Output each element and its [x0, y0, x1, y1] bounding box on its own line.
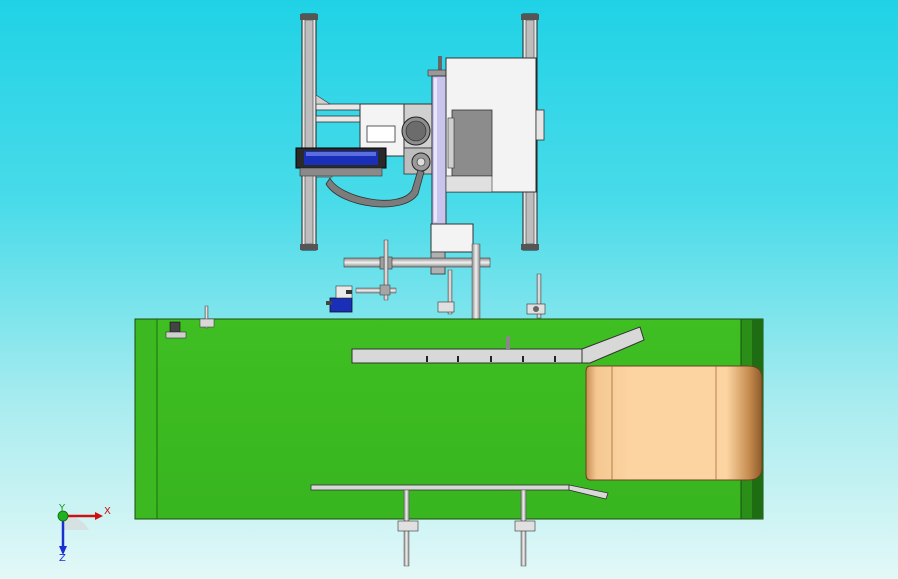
labeler-assembly[interactable]	[295, 13, 546, 341]
conveyor[interactable]	[134, 305, 764, 567]
motor-housing	[359, 103, 435, 175]
upper-guide-rail	[351, 326, 645, 364]
label-roll	[295, 147, 387, 177]
product-box	[585, 365, 763, 481]
lower-guide-rail	[310, 484, 609, 500]
air-hose	[325, 169, 425, 208]
axis-z-label: Z	[59, 553, 66, 564]
control-box	[445, 57, 545, 193]
applicator-head	[343, 223, 491, 341]
conveyor-drive-motor	[165, 305, 215, 339]
left-frame-rail	[300, 13, 318, 251]
conveyor-left-roller	[134, 318, 158, 520]
axis-triad: X Y Z	[57, 503, 111, 564]
axis-y-label: Y	[58, 503, 66, 514]
axis-x-label: X	[104, 506, 111, 517]
blue-sensor	[326, 285, 353, 313]
lower-support-posts	[397, 489, 536, 567]
right-sensor-post	[526, 273, 546, 319]
